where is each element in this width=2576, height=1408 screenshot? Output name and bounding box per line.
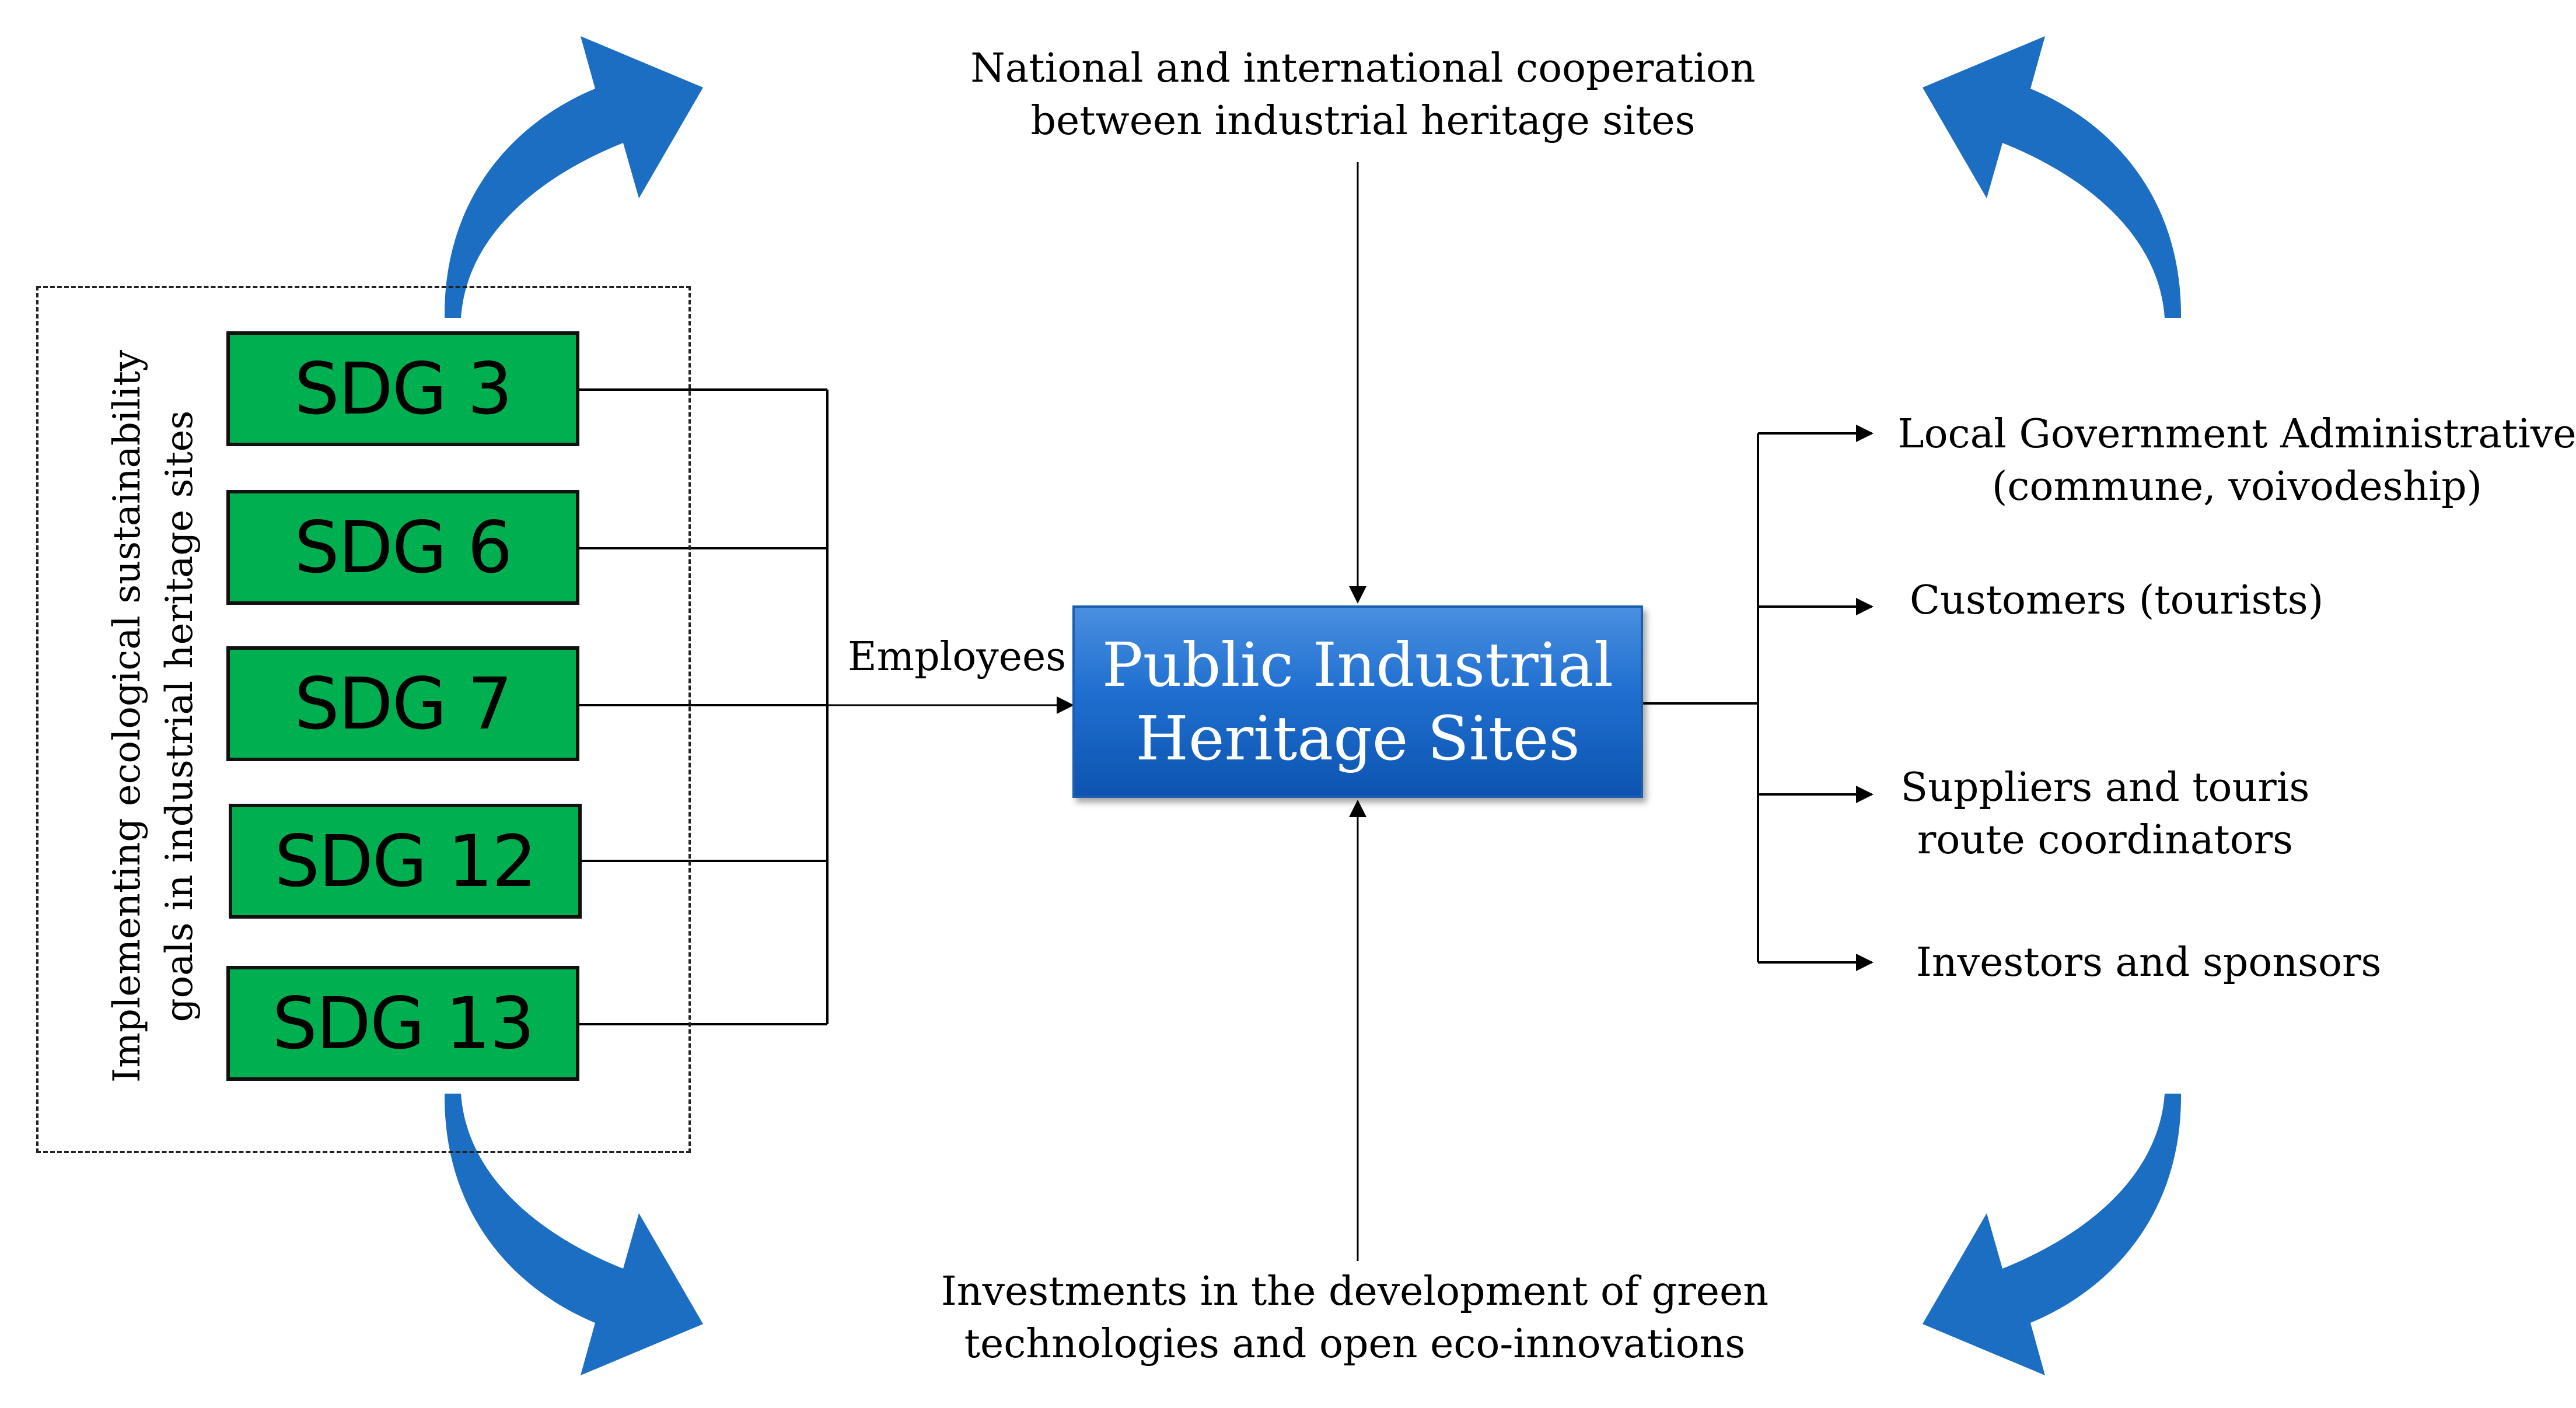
stakeholder-3-line1: Suppliers and touris: [1900, 765, 2310, 811]
sdg-group-box: [36, 286, 691, 1153]
stakeholder-1-line2: (commune, voivodeship): [1991, 464, 2483, 510]
sdg-box-12: SDG 12: [229, 804, 582, 919]
central-box: Public Industrial Heritage Sites: [1072, 605, 1643, 798]
sdg-group-label-line2: goals in industrial heritage sites: [158, 410, 201, 1022]
top-input-line1: National and international cooperation: [970, 45, 1756, 92]
sdg-box-6: SDG 6: [226, 490, 579, 605]
top-input-line2: between industrial heritage sites: [1030, 98, 1696, 144]
sdg-group-label-line1: Implementing ecological sustainability: [106, 349, 149, 1083]
sdg-box-13: SDG 13: [226, 966, 579, 1081]
stakeholder-investors: Investors and sponsors: [1916, 937, 2381, 989]
sdg-box-3: SDG 3: [226, 331, 579, 446]
sdg-connectors: [579, 388, 829, 1025]
stakeholder-4-line1: Investors and sponsors: [1916, 940, 2382, 986]
curved-arrow-bottom-right: [1923, 1094, 2182, 1375]
stakeholder-1-line1: Local Government Administrative: [1897, 411, 2576, 457]
curved-arrow-top-right: [1923, 36, 2182, 318]
bottom-input-text: Investments in the development of green …: [941, 1266, 1768, 1371]
stakeholder-connectors: [1643, 425, 1874, 971]
stakeholder-2-line1: Customers (tourists): [1910, 577, 2324, 624]
stakeholder-suppliers: Suppliers and touris route coordinators: [1901, 762, 2310, 867]
sdg-group-label: Implementing ecological sustainability g…: [101, 308, 206, 1125]
stakeholder-local-government: Local Government Administrative (commune…: [1897, 408, 2576, 513]
bottom-input-line2: technologies and open eco-innovations: [964, 1321, 1746, 1367]
employees-label: Employees: [848, 634, 1067, 680]
curved-arrow-bottom-left: [444, 1094, 703, 1375]
curved-arrow-top-left: [444, 36, 703, 318]
central-box-line2: Heritage Sites: [1135, 703, 1580, 774]
central-box-line1: Public Industrial: [1102, 629, 1614, 701]
sdg-box-7: SDG 7: [226, 646, 579, 761]
top-input-text: National and international cooperation b…: [970, 43, 1756, 148]
stakeholder-customers: Customers (tourists): [1910, 575, 2323, 627]
bottom-input-line1: Investments in the development of green: [941, 1269, 1769, 1315]
stakeholder-3-line2: route coordinators: [1917, 817, 2294, 863]
